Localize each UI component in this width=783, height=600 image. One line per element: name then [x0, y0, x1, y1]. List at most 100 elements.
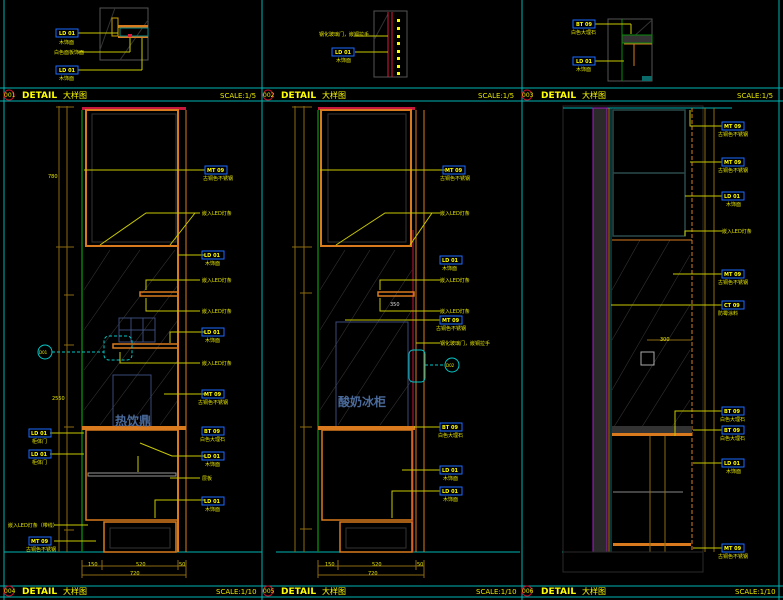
- svg-text:006: 006: [522, 588, 534, 595]
- svg-text:古铜色不锈钢: 古铜色不锈钢: [718, 553, 748, 560]
- detail-001-tag-ld01-a: LD 01 木饰面: [55, 28, 79, 46]
- detail-002-leaders: [354, 35, 388, 53]
- detail-002-tag-ld01: LD 01 木饰面: [331, 47, 355, 64]
- label-yogurt-fridge: 酸奶冰柜: [338, 394, 386, 409]
- detail-003-section: [607, 18, 653, 82]
- dim-006-300: 300: [660, 337, 670, 343]
- svg-text:木饰面: 木饰面: [205, 260, 220, 267]
- svg-text:BT 09: BT 09: [576, 22, 592, 28]
- dim-004-total: 720: [130, 571, 140, 577]
- elevation-004: [37, 106, 187, 578]
- svg-text:LD 01: LD 01: [31, 431, 48, 437]
- svg-text:LD 01: LD 01: [576, 59, 593, 65]
- dim-005-a: 150: [325, 562, 335, 568]
- svg-text:002: 002: [263, 92, 275, 99]
- svg-text:MT 09: MT 09: [724, 124, 742, 130]
- svg-text:白色大理石: 白色大理石: [720, 435, 745, 442]
- svg-text:大样图: 大样图: [582, 90, 606, 100]
- svg-text:古铜色不锈钢: 古铜色不锈钢: [198, 399, 228, 406]
- svg-text:木饰面: 木饰面: [59, 39, 74, 46]
- svg-text:DETAIL: DETAIL: [281, 587, 316, 597]
- svg-text:古铜色不锈钢: 古铜色不锈钢: [718, 167, 748, 174]
- title-bar-006: 006 DETAIL 大样图 SCALE:1/10: [521, 585, 776, 597]
- svg-text:001: 001: [4, 92, 16, 99]
- elevation-005: [292, 106, 460, 578]
- dim-004-v2: 2550: [52, 396, 65, 402]
- svg-text:嵌入LED灯条: 嵌入LED灯条: [440, 277, 470, 284]
- svg-text:木饰面: 木饰面: [726, 201, 741, 208]
- svg-text:木饰面: 木饰面: [443, 496, 458, 503]
- svg-text:嵌入LED灯条: 嵌入LED灯条: [440, 210, 470, 217]
- svg-text:MT 09: MT 09: [445, 168, 463, 174]
- svg-text:嵌入LED灯条: 嵌入LED灯条: [202, 277, 232, 284]
- svg-text:白色大理石: 白色大理石: [200, 436, 225, 443]
- elevation-006-leaders: [611, 110, 722, 549]
- svg-text:古铜色不锈钢: 古铜色不锈钢: [440, 175, 470, 182]
- svg-text:LD 01: LD 01: [204, 499, 221, 505]
- svg-text:MT 09: MT 09: [724, 546, 742, 552]
- svg-text:木饰面: 木饰面: [336, 57, 351, 64]
- svg-text:古铜色不锈钢: 古铜色不锈钢: [26, 546, 56, 553]
- elevation-006-tags: MT 09 古铜色不锈钢 MT 09 古铜色不锈钢 LD 01 木饰面 嵌入LE…: [718, 121, 752, 560]
- dim-005-b: 520: [372, 562, 382, 568]
- svg-text:LD 01: LD 01: [204, 454, 221, 460]
- svg-text:SCALE:1/10: SCALE:1/10: [476, 588, 517, 596]
- svg-text:木饰面: 木饰面: [205, 461, 220, 468]
- svg-text:木饰面: 木饰面: [726, 468, 741, 475]
- svg-text:钢化玻璃门，嵌铜拉手: 钢化玻璃门，嵌铜拉手: [440, 340, 490, 347]
- dim-004-a: 150: [88, 562, 98, 568]
- title-bar-001: 001 DETAIL 大样图 SCALE:1/5: [3, 89, 256, 101]
- svg-text:嵌入LED灯条: 嵌入LED灯条: [722, 228, 752, 235]
- detail-003-leaders: [595, 23, 632, 62]
- svg-text:LD 01: LD 01: [442, 258, 459, 264]
- svg-text:木饰面: 木饰面: [205, 337, 220, 344]
- svg-text:LD 01: LD 01: [204, 253, 221, 259]
- svg-text:CT 09: CT 09: [724, 303, 740, 309]
- svg-text:LD 01: LD 01: [724, 194, 741, 200]
- svg-text:LD 01: LD 01: [724, 461, 741, 467]
- svg-text:SCALE:1/10: SCALE:1/10: [216, 588, 257, 596]
- ref-d02: D02: [446, 363, 455, 368]
- svg-text:MT 09: MT 09: [724, 272, 742, 278]
- elevation-005-leaders: [320, 169, 445, 518]
- elevation-004-tags: MT 09 古铜色不锈钢 嵌入LED灯条 LD 01 木饰面 嵌入LED灯条 嵌…: [8, 165, 233, 553]
- svg-text:LD 01: LD 01: [442, 468, 459, 474]
- svg-text:DETAIL: DETAIL: [541, 587, 576, 597]
- svg-text:BT 09: BT 09: [204, 429, 220, 435]
- svg-text:MT 09: MT 09: [31, 539, 49, 545]
- detail-003-tag-bt09: BT 09 白色大理石: [571, 19, 596, 36]
- detail-001-leaders: [78, 32, 143, 71]
- svg-text:SCALE:1/10: SCALE:1/10: [735, 588, 776, 596]
- svg-text:木饰面: 木饰面: [59, 75, 74, 82]
- svg-text:大样图: 大样图: [63, 90, 87, 100]
- svg-text:木饰面: 木饰面: [442, 265, 457, 272]
- title-bar-002: 002 DETAIL 大样图 SCALE:1/5: [262, 89, 514, 101]
- dim-005-shelf: 350: [390, 302, 400, 308]
- title-bar-003: 003 DETAIL 大样图 SCALE:1/5: [521, 89, 773, 101]
- svg-text:005: 005: [263, 588, 275, 595]
- svg-text:SCALE:1/5: SCALE:1/5: [478, 92, 514, 100]
- detail-003-tag-ld01: LD 01 木饰面: [572, 56, 596, 73]
- svg-text:LD 01: LD 01: [442, 489, 459, 495]
- dim-004-c: 50: [179, 562, 185, 568]
- svg-text:防霉涂料: 防霉涂料: [718, 310, 738, 317]
- svg-text:MT 09: MT 09: [204, 392, 222, 398]
- label-hot-drink: 热饮鼎: [115, 413, 151, 428]
- note-detail-002-glass: 钢化玻璃门，嵌铜拉手: [319, 31, 369, 38]
- svg-text:柜体门: 柜体门: [32, 438, 47, 445]
- title-bar-005: 005 DETAIL 大样图 SCALE:1/10: [262, 585, 517, 597]
- svg-text:嵌入LED灯条（带线）: 嵌入LED灯条（带线）: [8, 522, 58, 529]
- svg-text:MT 09: MT 09: [442, 318, 460, 324]
- svg-text:大样图: 大样图: [582, 586, 606, 596]
- dim-005-total: 720: [368, 571, 378, 577]
- title-bar-004: 004 DETAIL 大样图 SCALE:1/10: [3, 585, 257, 597]
- svg-text:BT 09: BT 09: [442, 425, 458, 431]
- elevation-005-tags: MT 09 古铜色不锈钢 嵌入LED灯条 LD 01 木饰面 嵌入LED灯条 嵌…: [436, 165, 490, 503]
- svg-text:BT 09: BT 09: [724, 409, 740, 415]
- svg-text:SCALE:1/5: SCALE:1/5: [737, 92, 773, 100]
- svg-text:大样图: 大样图: [322, 586, 346, 596]
- svg-text:大样图: 大样图: [63, 586, 87, 596]
- svg-text:古铜色不锈钢: 古铜色不锈钢: [718, 131, 748, 138]
- elevation-006: [562, 105, 732, 573]
